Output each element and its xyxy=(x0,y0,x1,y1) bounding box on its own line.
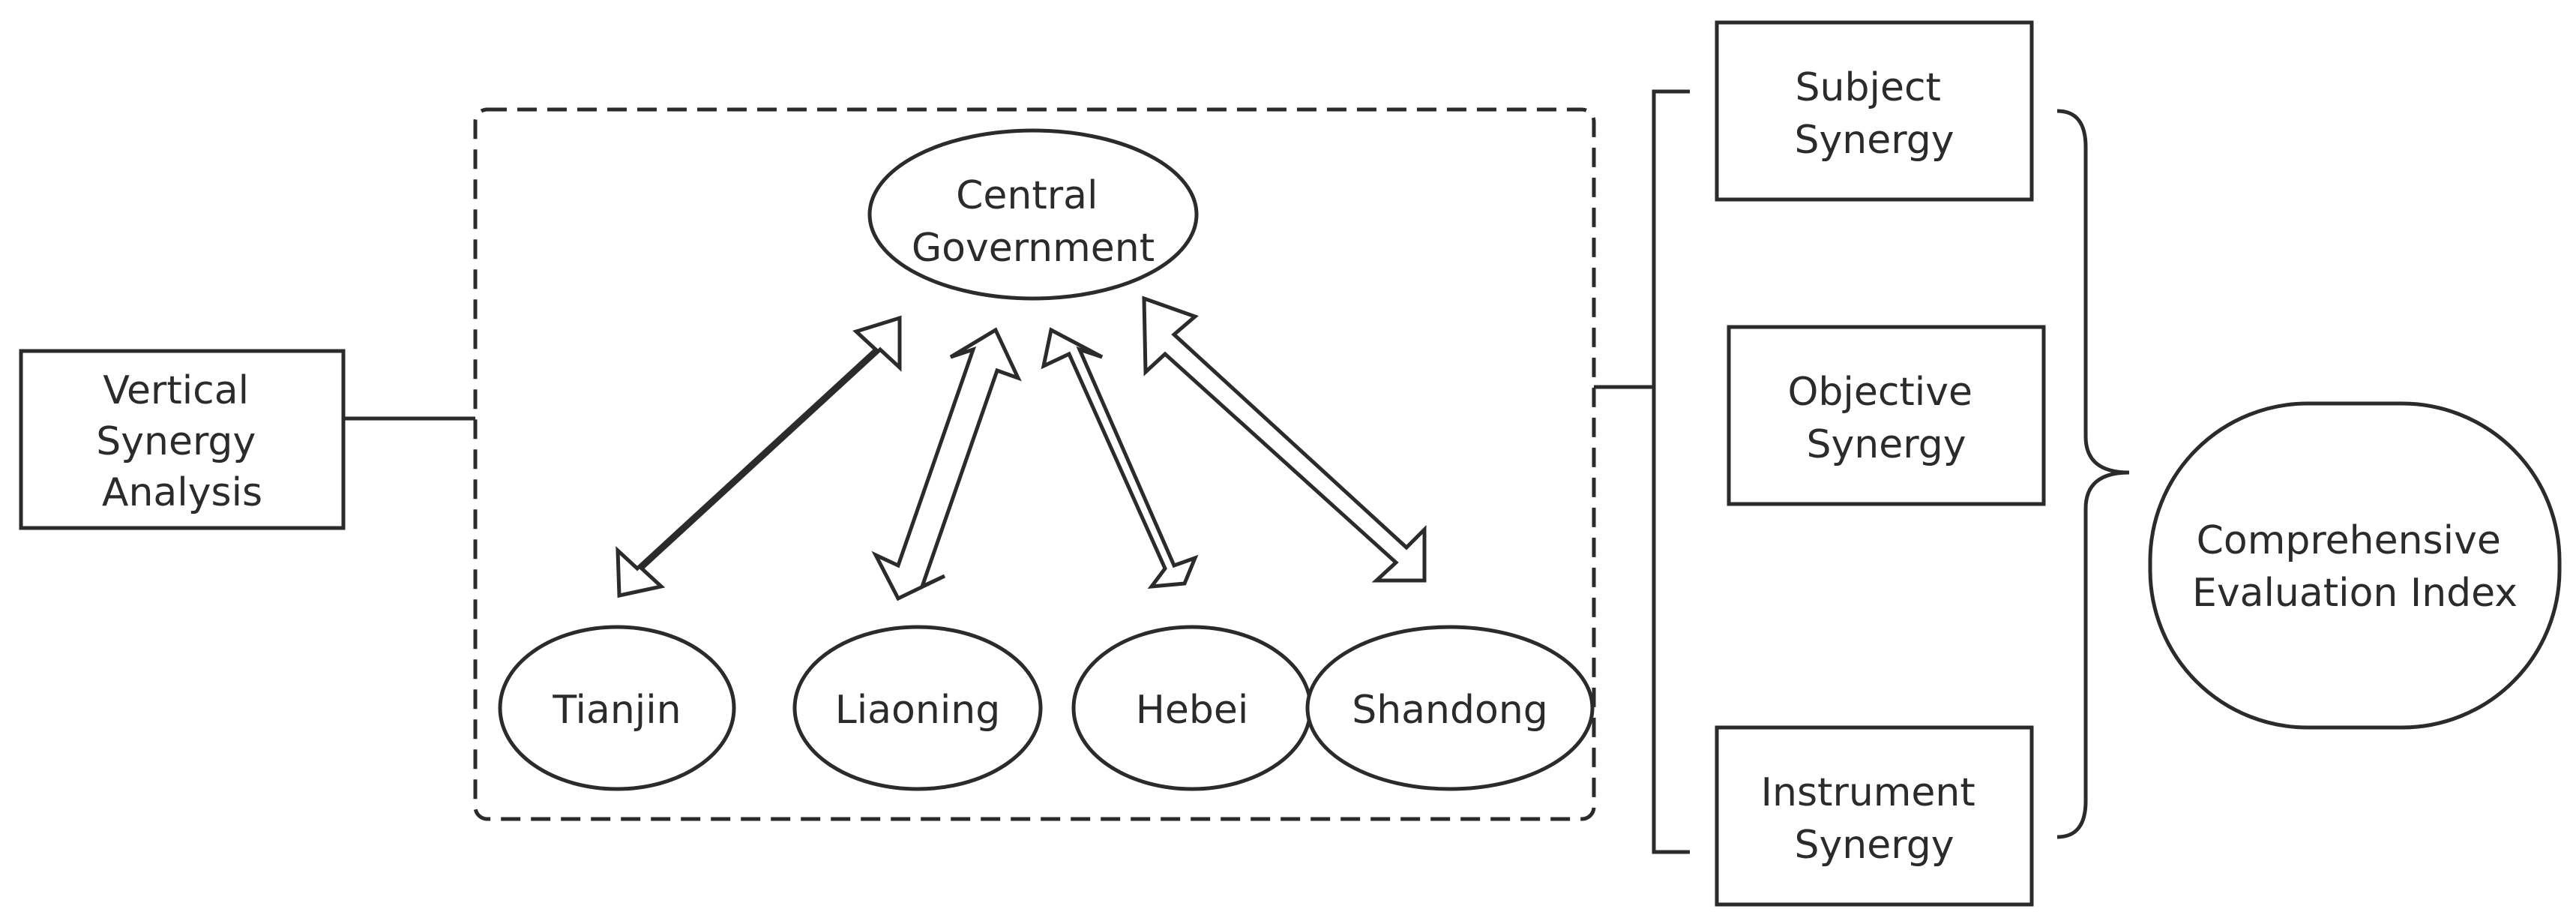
region-node-liaoning: Liaoning xyxy=(792,625,1043,791)
region-label-liaoning: Liaoning xyxy=(835,688,1000,733)
objective-synergy-label-line-1: Objective xyxy=(1787,370,1972,415)
svg-text:Comprehensive Evaluation: Comprehensive Evaluation Index xyxy=(2192,518,2518,616)
objective-synergy-node: Objective Synergy xyxy=(1727,325,2046,506)
subject-synergy-label-line-1: Subject xyxy=(1796,65,1941,110)
synergy-left-bracket xyxy=(1652,89,1690,854)
instrument-synergy-node: Instrument Synergy xyxy=(1715,725,2034,907)
comprehensive-evaluation-index-node: Comprehensive Evaluation Index xyxy=(2148,401,2562,730)
vertical-synergy-frame xyxy=(473,107,1596,821)
central-label-line-1: Central xyxy=(956,173,1098,218)
arrow-central-shandong xyxy=(1142,296,1427,583)
synergy-right-brace xyxy=(2056,109,2130,839)
result-label-line-1: Comprehensive xyxy=(2197,518,2501,563)
svg-text:Vertical Synergy A: Vertical Synergy Analysis xyxy=(96,368,268,515)
instrument-synergy-label-line-1: Instrument xyxy=(1761,770,1975,815)
region-node-hebei: Hebei xyxy=(1071,625,1313,791)
vertical-synergy-label-line-1: Vertical xyxy=(103,368,249,413)
svg-text:Instrument Synergy: Instrument Synergy xyxy=(1761,770,1988,868)
svg-text:Objective Synergy: Objective Synergy xyxy=(1787,370,1984,467)
objective-synergy-label-line-2: Synergy xyxy=(1807,422,1966,467)
central-government-node: Central Government xyxy=(867,128,1199,301)
region-label-hebei: Hebei xyxy=(1136,688,1249,733)
arrow-central-tianjin xyxy=(616,315,902,598)
vertical-synergy-analysis-node: Vertical Synergy Analysis xyxy=(19,349,346,530)
vertical-synergy-label-line-2: Synergy xyxy=(96,419,256,464)
region-node-tianjin: Tianjin xyxy=(498,625,736,791)
subject-synergy-node: Subject Synergy xyxy=(1715,20,2034,202)
vertical-synergy-label-line-3: Analysis xyxy=(102,470,262,515)
svg-text:Subject Synergy: Subject Synergy xyxy=(1795,65,1954,163)
arrow-central-hebei xyxy=(1041,327,1199,589)
svg-text:Central Government: Central Government xyxy=(912,173,1155,271)
instrument-synergy-label-line-2: Synergy xyxy=(1795,823,1954,868)
subject-synergy-label-line-2: Synergy xyxy=(1795,118,1954,163)
region-label-shandong: Shandong xyxy=(1352,688,1548,733)
region-node-shandong: Shandong xyxy=(1305,625,1595,791)
arrow-central-liaoning xyxy=(871,327,1022,602)
region-label-tianjin: Tianjin xyxy=(552,688,681,733)
central-label-line-2: Government xyxy=(912,226,1155,271)
result-label-line-2: Evaluation Index xyxy=(2192,571,2518,616)
